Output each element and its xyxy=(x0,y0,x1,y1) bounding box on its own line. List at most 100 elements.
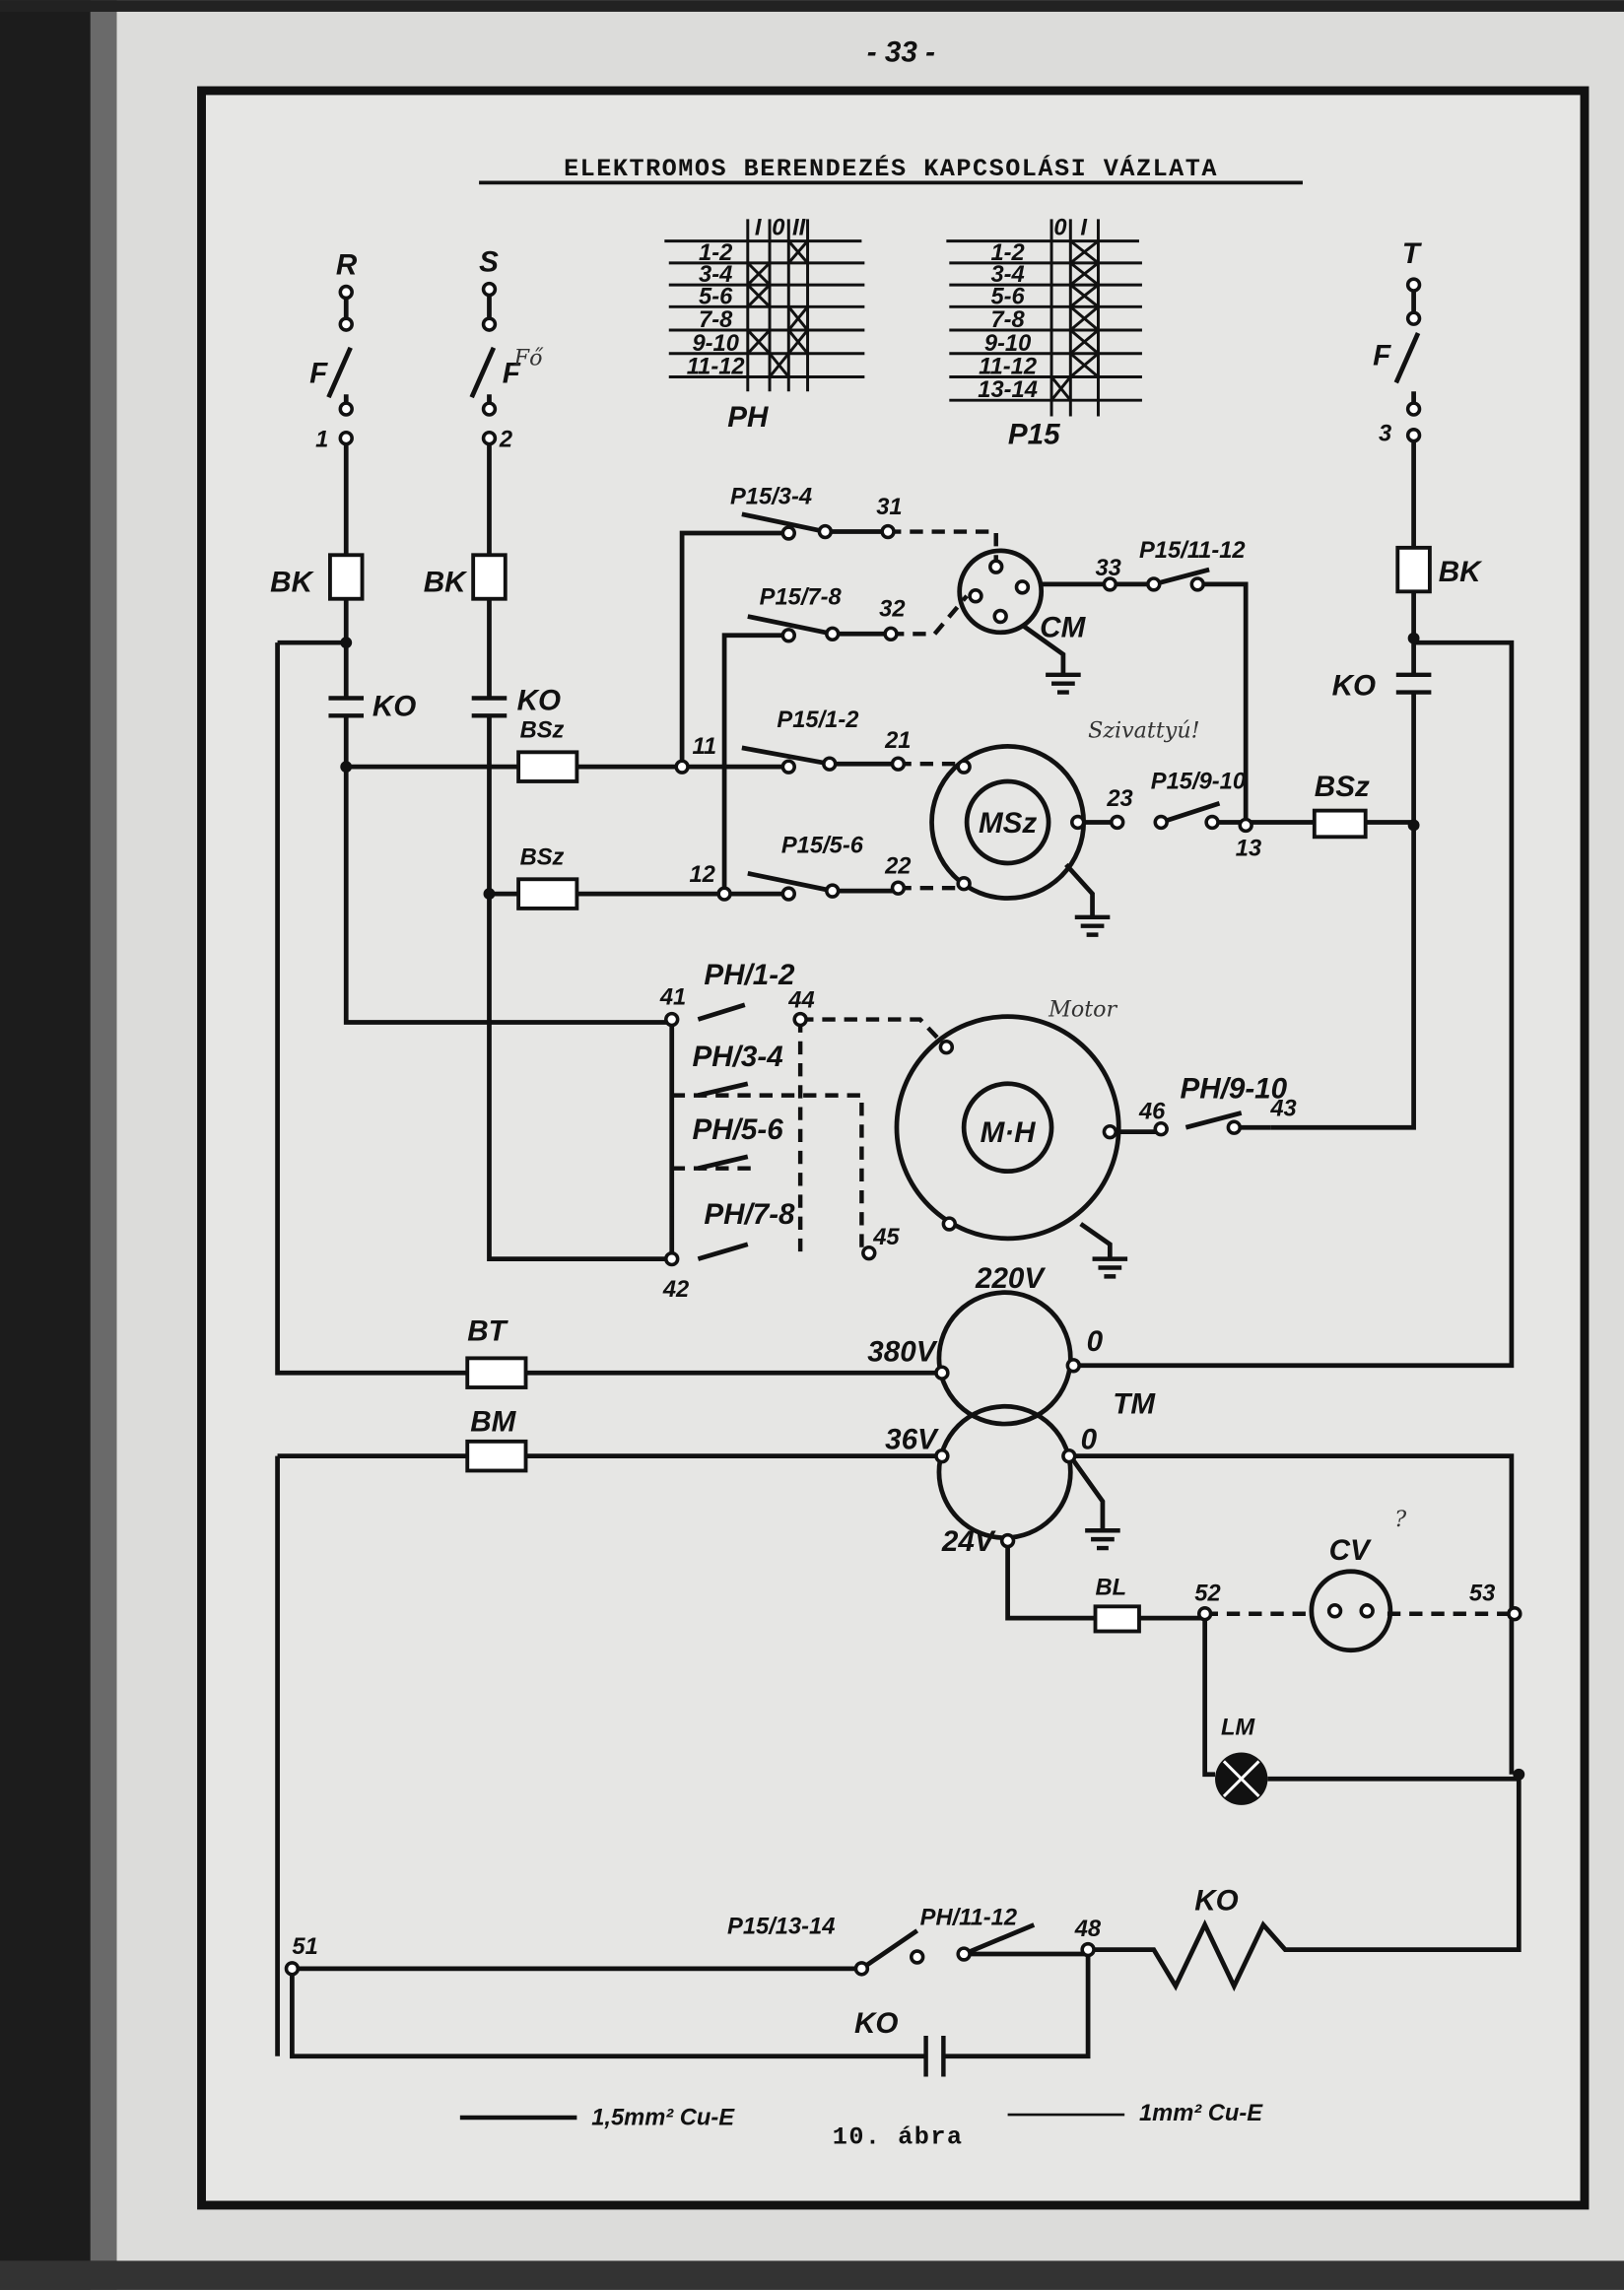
bl-label: BL xyxy=(1096,1575,1127,1600)
bk-label: BK xyxy=(424,566,468,598)
page-number: - 33 - xyxy=(867,35,935,68)
handwritten-note: Fő xyxy=(513,346,544,371)
switch-label: PH/1-2 xyxy=(704,959,795,991)
scan-dark-edge xyxy=(0,0,91,2290)
row-label: 11-12 xyxy=(979,354,1037,379)
row-label: 11-12 xyxy=(687,354,745,379)
node-label: 53 xyxy=(1469,1581,1495,1606)
handwritten-note: Motor xyxy=(1048,997,1117,1023)
phase-t-label: T xyxy=(1402,237,1423,270)
fuses xyxy=(328,545,1432,1634)
col-header: 0 xyxy=(1053,216,1066,241)
col-header: II xyxy=(792,216,806,241)
switch-label: P15/3-4 xyxy=(730,484,812,509)
node-label: 46 xyxy=(1138,1099,1166,1124)
switch-label: P15/7-8 xyxy=(760,585,843,611)
phase-r-label: R xyxy=(336,249,358,282)
node-label: 45 xyxy=(872,1225,900,1250)
node-label: 22 xyxy=(884,853,911,879)
row-label: 13-14 xyxy=(978,377,1038,403)
switch-label: PH/9-10 xyxy=(1180,1073,1287,1106)
col-header: I xyxy=(755,216,762,241)
cv-label: CV xyxy=(1329,1534,1372,1567)
switch-label: PH/3-4 xyxy=(692,1041,782,1073)
handwritten-note: Szivattyú! xyxy=(1088,718,1199,744)
mh-motor xyxy=(894,1014,1121,1242)
node-label: 41 xyxy=(659,985,686,1011)
fuse-switch-label: F xyxy=(1373,340,1391,372)
row-label: 7-8 xyxy=(990,307,1025,333)
capacitors xyxy=(328,672,1432,2077)
diagram-title: ELEKTROMOS BERENDEZÉS KAPCSOLÁSI VÁZLATA xyxy=(564,154,1218,183)
node-label: 31 xyxy=(876,495,902,520)
row-label: 1-2 xyxy=(990,240,1024,266)
node-label: 13 xyxy=(1236,837,1261,862)
node-label: 1 xyxy=(315,428,328,453)
switch-label: P15/13-14 xyxy=(727,1914,835,1939)
tm-label: TM xyxy=(1113,1388,1156,1421)
ph-switch-table: I 0 II 1-2 3-4 5-6 7-8 9-10 11-12 PH xyxy=(664,216,865,434)
node-label: 42 xyxy=(662,1277,689,1303)
voltage-label: 0 xyxy=(1081,1423,1098,1455)
switch-label: PH/5-6 xyxy=(692,1113,783,1146)
cm-pump-motor xyxy=(957,548,1045,636)
node-label: 32 xyxy=(879,597,905,623)
table-name: P15 xyxy=(1008,419,1060,451)
col-header: 0 xyxy=(772,216,784,241)
switch-label: P15/11-12 xyxy=(1139,538,1246,564)
node-label: 48 xyxy=(1074,1917,1102,1942)
voltage-label: 24V xyxy=(941,1525,996,1558)
bsz-label: BSz xyxy=(520,718,565,744)
ko-label: KO xyxy=(372,690,416,722)
node-label: 21 xyxy=(884,728,911,754)
row-label: 5-6 xyxy=(699,284,733,309)
row-label: 9-10 xyxy=(692,331,738,357)
node-label: 3 xyxy=(1379,422,1391,447)
lm-lamp xyxy=(1215,1752,1268,1805)
node-label: 52 xyxy=(1194,1581,1220,1606)
col-header: I xyxy=(1080,216,1087,241)
switch-label: PH/7-8 xyxy=(704,1198,795,1231)
ko-label: KO xyxy=(517,684,561,716)
voltage-label: 36V xyxy=(885,1423,939,1455)
switch-label: P15/9-10 xyxy=(1151,769,1246,794)
legend-thick-wire: 1,5mm² Cu-E xyxy=(591,2105,735,2130)
cm-label: CM xyxy=(1040,611,1086,643)
ko-label: KO xyxy=(854,2007,898,2040)
bk-label: BK xyxy=(270,566,314,598)
terminals xyxy=(284,277,1522,1977)
msz-label: MSz xyxy=(979,807,1037,840)
bm-label: BM xyxy=(470,1405,516,1438)
wire-legend: 1,5mm² Cu-E 10. ábra 1mm² Cu-E xyxy=(459,2101,1263,2152)
bk-label: BK xyxy=(1439,556,1483,588)
node-label: 23 xyxy=(1106,786,1132,812)
node-label: 51 xyxy=(292,1934,317,1960)
labels: R S T F F F 1 2 3 BK BK BK KO KO KO BSz … xyxy=(270,237,1495,2040)
bsz-label: BSz xyxy=(520,844,565,870)
bt-label: BT xyxy=(467,1315,508,1348)
row-label: 3-4 xyxy=(990,262,1024,288)
voltage-label: 380V xyxy=(867,1335,937,1368)
mechanical-links xyxy=(669,529,1515,1616)
voltage-label: 220V xyxy=(975,1262,1046,1295)
switch-blades xyxy=(697,511,1243,1971)
node-label: 33 xyxy=(1096,556,1121,581)
row-label: 7-8 xyxy=(699,307,733,333)
row-label: 3-4 xyxy=(699,262,732,288)
fuse-switch-label: F xyxy=(309,357,328,389)
ground-icon xyxy=(1046,672,1128,1551)
switch-label: P15/1-2 xyxy=(777,707,858,733)
phase-s-label: S xyxy=(479,246,499,279)
switch-label: P15/5-6 xyxy=(781,834,864,859)
fuse-switch-label: F xyxy=(503,357,521,389)
node-label: 44 xyxy=(787,988,814,1014)
p15-switch-table: 0 I 1-2 3-4 5-6 7-8 9-10 11-12 13-14 P15 xyxy=(946,216,1142,451)
ko-label: KO xyxy=(1332,670,1376,703)
node-label: 2 xyxy=(499,428,512,453)
table-name: PH xyxy=(727,401,769,434)
figure-caption: 10. ábra xyxy=(833,2123,964,2152)
node-label: 43 xyxy=(1269,1096,1296,1121)
drawing-frame xyxy=(197,86,1590,2210)
